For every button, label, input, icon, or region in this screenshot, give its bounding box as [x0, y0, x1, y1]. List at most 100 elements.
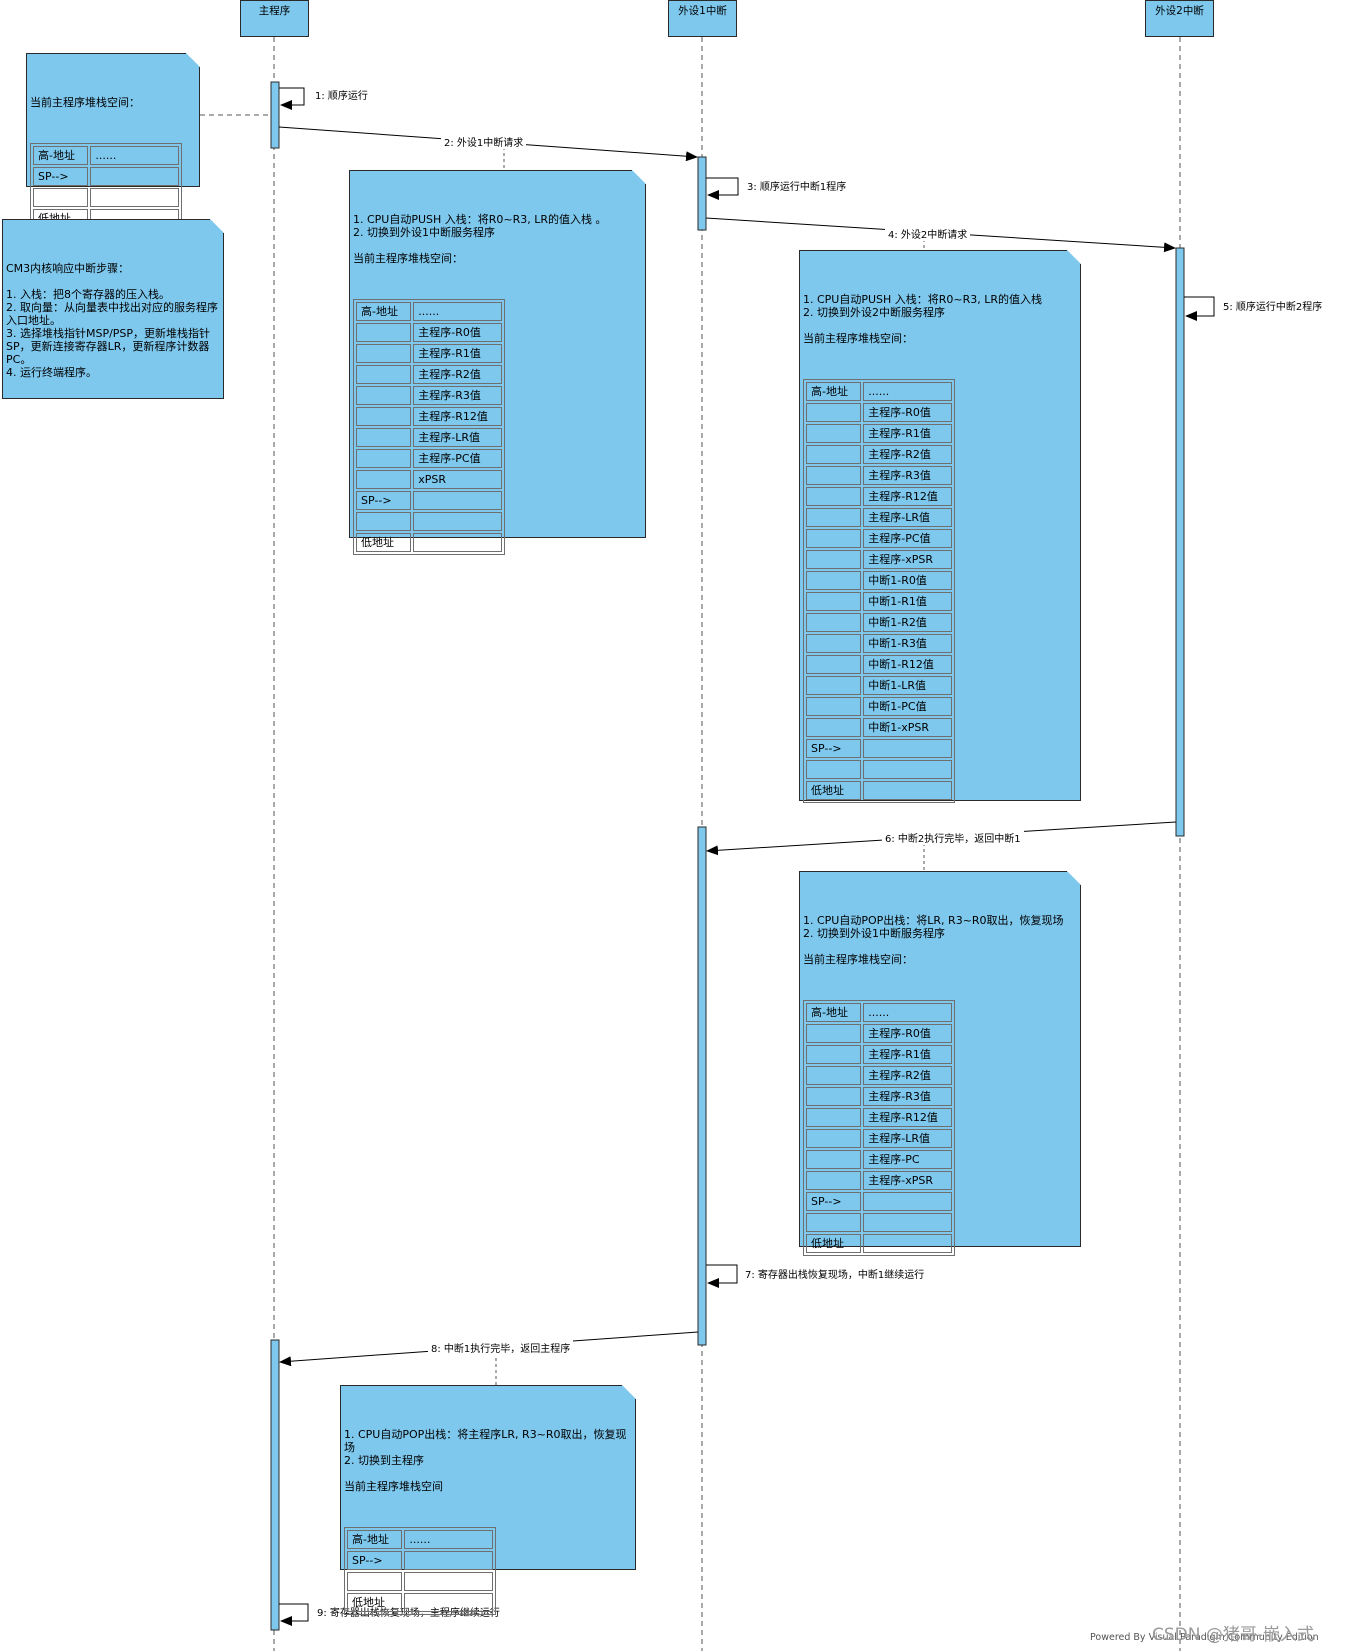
stack-value-cell: 主程序-PC值: [863, 529, 952, 548]
stack-address-cell: [33, 188, 89, 207]
note-push-irq1-text: 1. CPU自动PUSH 入栈：将R0~R3, LR的值入栈 。 2. 切换到外…: [353, 213, 607, 265]
note-fold: [1067, 871, 1081, 885]
stack-address-cell: [806, 1024, 862, 1043]
stack-address-cell: [356, 323, 412, 342]
stack-value-cell: 主程序-LR值: [863, 1129, 952, 1148]
stack-value-cell: 中断1-R2值: [863, 613, 952, 632]
message-4-label[interactable]: 4: 外设2中断请求: [885, 226, 971, 241]
note-fold: [632, 170, 646, 184]
stack-address-cell: SP-->: [806, 1192, 862, 1211]
stack-value-cell: [90, 167, 179, 186]
note-pop-irq1-text: 1. CPU自动POP出栈：将主程序LR, R3~R0取出，恢复现场 2. 切换…: [344, 1428, 627, 1493]
stack-row: 主程序-PC值: [806, 529, 952, 548]
stack-value-cell: ......: [863, 382, 952, 401]
activation-irq1-1: [697, 156, 707, 231]
note-fold: [622, 1385, 636, 1399]
note-pop-irq2-text: 1. CPU自动POP出栈：将LR, R3~R0取出，恢复现场 2. 切换到外设…: [803, 914, 1064, 966]
stack-value-cell: 主程序-LR值: [863, 508, 952, 527]
lifeline-irq2-label: 外设2中断: [1155, 5, 1204, 17]
note-fold: [1067, 250, 1081, 264]
stack-value-cell: 主程序-R3值: [863, 1087, 952, 1106]
stack-address-cell: [806, 697, 862, 716]
activation-main-1: [270, 81, 280, 149]
stack-address-cell: [806, 613, 862, 632]
stack-row: [347, 1572, 493, 1591]
note-pop-irq2[interactable]: 1. CPU自动POP出栈：将LR, R3~R0取出，恢复现场 2. 切换到外设…: [799, 871, 1081, 1256]
stack-address-cell: [806, 529, 862, 548]
stack-row: 主程序-R1值: [806, 424, 952, 443]
note-pop-irq1[interactable]: 1. CPU自动POP出栈：将主程序LR, R3~R0取出，恢复现场 2. 切换…: [340, 1385, 636, 1615]
stack-address-cell: [806, 1066, 862, 1085]
stack-value-cell: 中断1-R3值: [863, 634, 952, 653]
stack-row: [33, 188, 179, 207]
message-1-label[interactable]: 1: 顺序运行: [312, 87, 371, 102]
stack-row: 主程序-PC: [806, 1150, 952, 1169]
stack-address-cell: [806, 1129, 862, 1148]
note-main-stack-text: 当前主程序堆栈空间：: [30, 96, 140, 109]
message-5-label[interactable]: 5: 顺序运行中断2程序: [1220, 298, 1326, 313]
stack-row: 中断1-LR值: [806, 676, 952, 695]
stack-value-cell: 主程序-R1值: [863, 424, 952, 443]
stack-row: 主程序-R3值: [356, 386, 502, 405]
stack-row: 中断1-xPSR: [806, 718, 952, 737]
stack-value-cell: 主程序-R3值: [863, 466, 952, 485]
stack-row: 中断1-R1值: [806, 592, 952, 611]
message-6-label[interactable]: 6: 中断2执行完毕，返回中断1: [882, 830, 1024, 845]
stack-row: 高-地址......: [356, 302, 502, 321]
stack-address-cell: [806, 1213, 862, 1232]
stack-value-cell: 主程序-xPSR: [863, 1171, 952, 1190]
stack-row: 中断1-R2值: [806, 613, 952, 632]
stack-row: 中断1-R12值: [806, 655, 952, 674]
note-push-irq2[interactable]: 1. CPU自动PUSH 入栈：将R0~R3, LR的值入栈 2. 切换到外设2…: [799, 250, 1081, 803]
stack-row: SP-->: [33, 167, 179, 186]
stack-row: 主程序-xPSR: [806, 1171, 952, 1190]
stack-row: 主程序-R2值: [806, 445, 952, 464]
stack-value-cell: 主程序-PC: [863, 1150, 952, 1169]
stack-row: SP-->: [347, 1551, 493, 1570]
message-8-label[interactable]: 8: 中断1执行完毕，返回主程序: [428, 1340, 574, 1355]
stack-row: 低地址: [356, 533, 502, 552]
stack-address-cell: 高-地址: [356, 302, 412, 321]
stack-address-cell: [356, 365, 412, 384]
stack-row: 主程序-R1值: [806, 1045, 952, 1064]
stack-value-cell: [863, 760, 952, 779]
note-main-stack[interactable]: 当前主程序堆栈空间： 高-地址......SP-->低地址: [26, 53, 200, 231]
stack-row: 主程序-R2值: [356, 365, 502, 384]
stack-value-cell: [404, 1572, 493, 1591]
stack-table-n4: 高-地址......SP-->低地址: [344, 1527, 496, 1615]
stack-row: 中断1-R3值: [806, 634, 952, 653]
stack-address-cell: [806, 445, 862, 464]
activation-irq2: [1175, 247, 1185, 837]
stack-address-cell: [806, 487, 862, 506]
stack-value-cell: 主程序-LR值: [413, 428, 502, 447]
stack-address-cell: SP-->: [347, 1551, 403, 1570]
stack-row: [806, 1213, 952, 1232]
stack-value-cell: 中断1-xPSR: [863, 718, 952, 737]
stack-row: 中断1-PC值: [806, 697, 952, 716]
stack-value-cell: [863, 739, 952, 758]
message-7-arrow: [706, 1264, 738, 1288]
stack-row: 主程序-R0值: [356, 323, 502, 342]
lifeline-irq2-head[interactable]: 外设2中断: [1145, 0, 1214, 37]
stack-address-cell: 低地址: [356, 533, 412, 552]
message-2-label[interactable]: 2: 外设1中断请求: [441, 134, 527, 149]
stack-address-cell: [806, 655, 862, 674]
stack-row: SP-->: [806, 1192, 952, 1211]
message-1-arrow: [279, 87, 305, 110]
stack-table-n0: 高-地址......SP-->低地址: [30, 143, 182, 231]
stack-value-cell: [863, 1213, 952, 1232]
message-3-label[interactable]: 3: 顺序运行中断1程序: [744, 178, 850, 193]
stack-address-cell: [806, 508, 862, 527]
note-push-irq1[interactable]: 1. CPU自动PUSH 入栈：将R0~R3, LR的值入栈 。 2. 切换到外…: [349, 170, 646, 555]
lifeline-irq1-head[interactable]: 外设1中断: [668, 0, 737, 37]
stack-value-cell: 主程序-R3值: [413, 386, 502, 405]
stack-row: 主程序-LR值: [356, 428, 502, 447]
stack-row: 主程序-R0值: [806, 403, 952, 422]
note-cm3-steps[interactable]: CM3内核响应中断步骤： 1. 入栈：把8个寄存器的压入栈。 2. 取向量：从向…: [2, 219, 224, 399]
lifeline-main-head[interactable]: 主程序: [240, 0, 309, 37]
stack-row: 主程序-R12值: [806, 487, 952, 506]
stack-value-cell: 中断1-R12值: [863, 655, 952, 674]
stack-value-cell: 主程序-R1值: [413, 344, 502, 363]
message-7-label[interactable]: 7: 寄存器出栈恢复现场，中断1继续运行: [742, 1266, 928, 1281]
stack-row: 主程序-R1值: [356, 344, 502, 363]
